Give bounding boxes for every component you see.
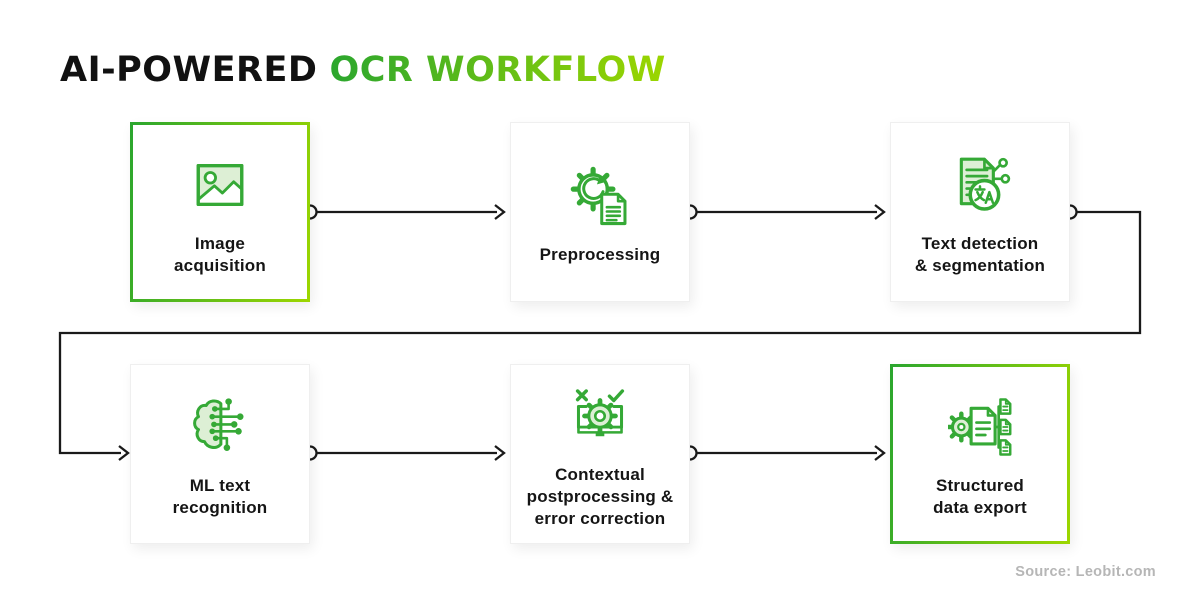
step-icon-wrap — [948, 389, 1012, 465]
title-black-part: AI-POWERED — [60, 50, 318, 90]
brain-circuit-icon — [193, 398, 244, 452]
step-label: Image acquisition — [174, 234, 266, 275]
step-icon-wrap — [189, 389, 251, 465]
step-icon-wrap — [569, 378, 631, 454]
arrow-step1-step2 — [309, 204, 506, 220]
arrow-step5-step6 — [689, 445, 886, 461]
page-title: AI-POWERED OCR WORKFLOW — [60, 50, 666, 90]
step-label: ML text recognition — [172, 476, 268, 517]
step-icon-wrap — [948, 147, 1012, 223]
title-green-part: OCR WORKFLOW — [329, 50, 666, 90]
step-label: Contextual postprocessing & error correc… — [526, 465, 674, 528]
arrow-step2-step3 — [689, 204, 886, 220]
source-credit: Source: Leobit.com — [1015, 564, 1156, 580]
step-label: Preprocessing — [539, 245, 661, 265]
image-icon — [196, 164, 244, 207]
step-icon-wrap — [191, 147, 249, 223]
step-box-text-detection: Text detection & segmentation — [890, 122, 1070, 302]
gear-documents-export-icon — [948, 398, 1012, 457]
step-box-structured-data-export: Structured data export — [890, 364, 1070, 544]
document-translate-icon — [959, 157, 1011, 212]
step-box-preprocessing: Preprocessing — [510, 122, 690, 302]
step-label: Structured data export — [933, 476, 1027, 517]
monitor-gear-check-icon — [575, 389, 625, 437]
arrow-step4-step5 — [309, 445, 506, 461]
step-box-contextual-postprocessing: Contextual postprocessing & error correc… — [510, 364, 690, 544]
gear-refresh-document-icon — [570, 166, 627, 226]
step-label: Text detection & segmentation — [914, 234, 1046, 275]
step-box-ml-text-recognition: ML text recognition — [130, 364, 310, 544]
step-icon-wrap — [569, 158, 631, 234]
step-box-image-acquisition: Image acquisition — [130, 122, 310, 302]
